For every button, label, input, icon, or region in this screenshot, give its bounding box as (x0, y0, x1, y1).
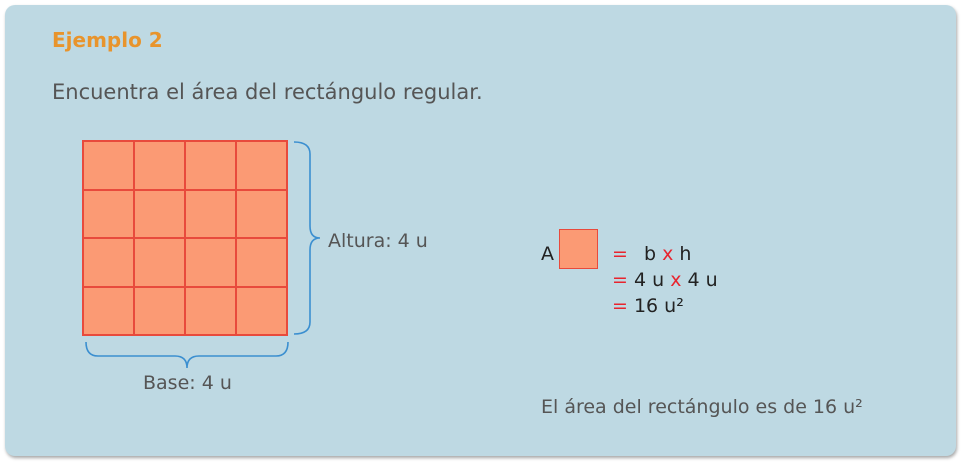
unit-square (236, 141, 287, 190)
area-letter: A (541, 243, 554, 265)
unit-square (185, 189, 236, 238)
times-sign: x (670, 269, 682, 291)
unit-square (134, 189, 185, 238)
example-prompt: Encuentra el área del rectángulo regular… (52, 80, 483, 104)
unit-square (185, 286, 236, 335)
unit-square (236, 286, 287, 335)
height-value: 4 u (687, 269, 718, 291)
unit-square (236, 238, 287, 287)
unit-square (134, 141, 185, 190)
square-symbol (559, 229, 598, 269)
unit-square (83, 141, 134, 190)
unit-square (83, 189, 134, 238)
equals-sign: = (612, 269, 628, 291)
unit-square-grid (82, 140, 288, 336)
unit-square (185, 238, 236, 287)
formula-line-3: = 16 u² (612, 295, 684, 317)
unit-square (83, 238, 134, 287)
area-result: 16 u² (633, 295, 684, 317)
equals-sign: = (612, 243, 628, 265)
height-brace (293, 141, 321, 335)
unit-square (134, 238, 185, 287)
unit-square (83, 286, 134, 335)
formula-line-2: = 4 u x 4 u (612, 269, 718, 291)
equals-sign: = (612, 295, 628, 317)
base-label: Base: 4 u (143, 372, 232, 394)
unit-square (185, 141, 236, 190)
example-title: Ejemplo 2 (52, 28, 163, 52)
height-label: Altura: 4 u (328, 230, 428, 252)
height-variable: h (679, 243, 692, 265)
conclusion-text: El área del rectángulo es de 16 u² (541, 396, 863, 418)
unit-square (134, 286, 185, 335)
base-brace (85, 341, 289, 369)
base-variable: b (643, 243, 657, 265)
times-sign: x (662, 243, 674, 265)
base-value: 4 u (633, 269, 665, 291)
formula-line-1: = b x h (612, 243, 691, 265)
unit-square (236, 189, 287, 238)
